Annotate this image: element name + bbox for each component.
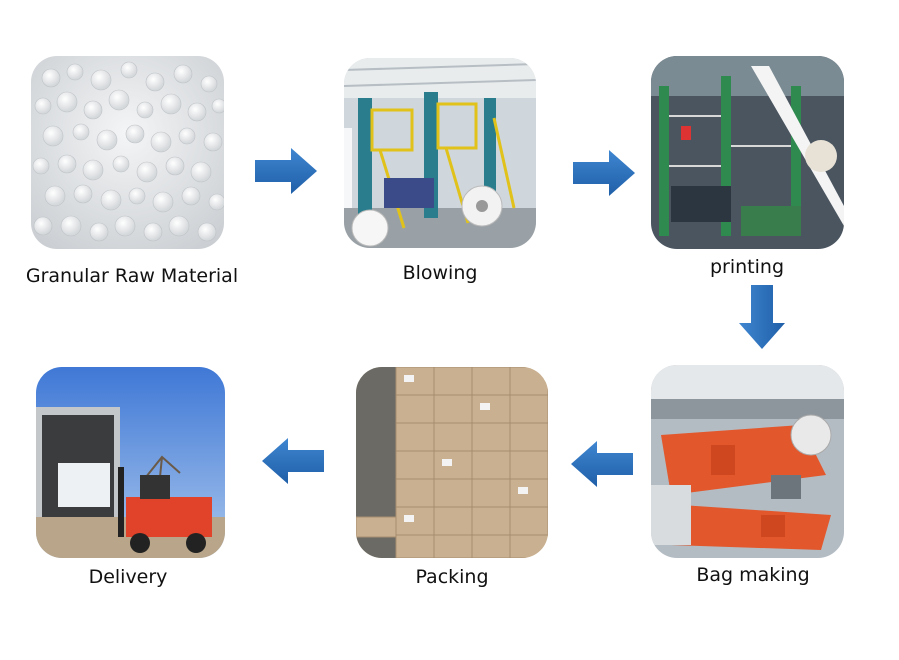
step-label-delivery: Delivery bbox=[88, 566, 168, 588]
photo-packing bbox=[356, 367, 548, 558]
photo-printing bbox=[651, 56, 844, 249]
step-label-printing: printing bbox=[709, 256, 785, 278]
arrow-right-icon bbox=[573, 150, 635, 196]
photo-bag-making bbox=[651, 365, 844, 558]
step-label-granular: Granular Raw Material bbox=[25, 265, 239, 287]
step-label-blowing: Blowing bbox=[402, 262, 478, 284]
photo-delivery bbox=[36, 367, 225, 558]
arrow-left-icon bbox=[262, 438, 324, 484]
step-label-bag-making: Bag making bbox=[696, 564, 810, 586]
arrow-down-icon bbox=[739, 285, 785, 349]
photo-blowing bbox=[344, 58, 536, 248]
arrow-right-icon bbox=[255, 148, 317, 194]
photo-granular-raw-material bbox=[31, 56, 224, 249]
step-label-packing: Packing bbox=[415, 566, 489, 588]
arrow-left-icon bbox=[571, 441, 633, 487]
